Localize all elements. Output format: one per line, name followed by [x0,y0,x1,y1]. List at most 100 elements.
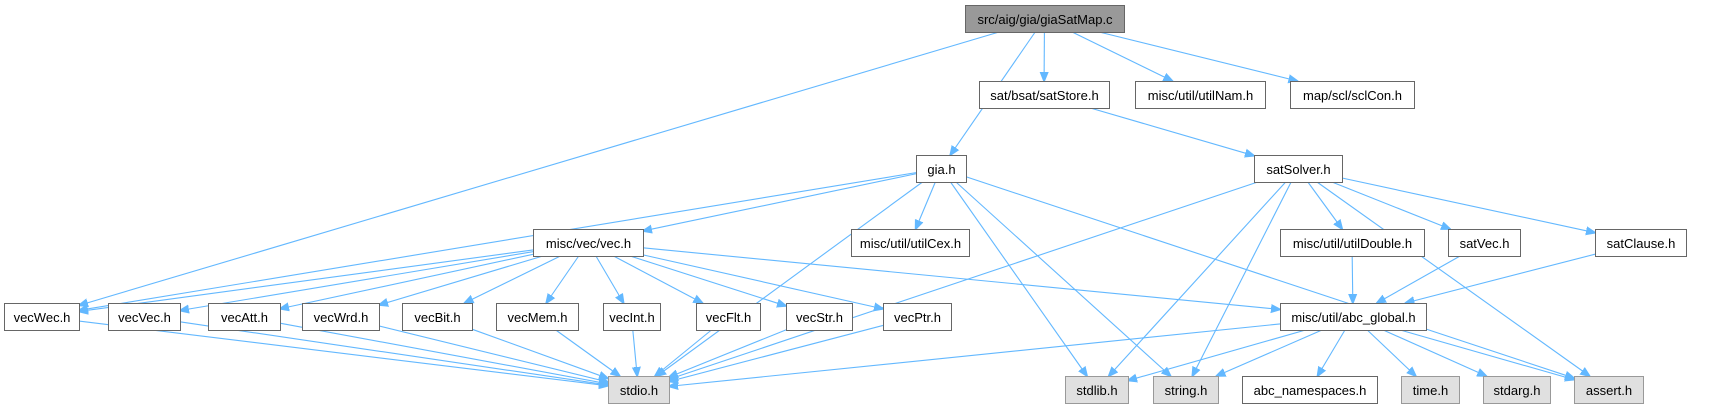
node-box[interactable] [1448,229,1521,257]
node-box[interactable] [851,229,970,257]
edge-vec-to-vecStr [629,255,786,306]
node-vecFlt[interactable]: vecFlt.h [696,303,761,331]
edge-abcGlobal-to-time [1366,329,1416,376]
node-box[interactable] [603,303,661,331]
node-label: satClause.h [1607,236,1676,251]
node-vecWrd[interactable]: vecWrd.h [302,303,380,331]
nodes-layer: src/aig/gia/giaSatMap.c sat/bsat/satStore… [4,5,1687,404]
node-vecBit[interactable]: vecBit.h [402,303,473,331]
node-satStore[interactable]: sat/bsat/satStore.h [979,81,1110,109]
node-box[interactable] [883,303,952,331]
node-gia[interactable]: gia.h [916,155,967,183]
edge-gia-to-utilCex [916,181,936,229]
edge-vec-to-vecAtt [280,253,534,308]
node-box[interactable] [965,5,1125,33]
node-label: stdarg.h [1494,383,1541,398]
node-box[interactable] [1280,229,1425,257]
node-box[interactable] [696,303,761,331]
node-stdarg[interactable]: stdarg.h [1483,376,1551,404]
node-vecAtt[interactable]: vecAtt.h [208,303,281,331]
node-label: stdlib.h [1076,383,1117,398]
node-box[interactable] [1254,155,1343,183]
node-box[interactable] [1574,376,1644,404]
node-box[interactable] [402,303,473,331]
node-box[interactable] [4,303,80,331]
edge-gia-to-vecWec [79,172,917,311]
node-satClause[interactable]: satClause.h [1595,229,1687,257]
node-label: misc/util/utilCex.h [860,236,961,251]
node-vecMem[interactable]: vecMem.h [496,303,579,331]
node-box[interactable] [916,155,967,183]
node-vecWec[interactable]: vecWec.h [4,303,80,331]
edge-satSolver-to-satVec [1331,181,1450,229]
node-sclCon[interactable]: map/scl/sclCon.h [1290,81,1415,109]
node-box[interactable] [1242,376,1378,404]
node-box[interactable] [786,303,853,331]
node-label: misc/vec/vec.h [546,236,631,251]
node-box[interactable] [302,303,380,331]
node-box[interactable] [1153,376,1219,404]
node-label: vecFlt.h [706,310,752,325]
node-abcGlobal[interactable]: misc/util/abc_global.h [1280,303,1427,331]
node-box[interactable] [1595,229,1687,257]
node-utilDouble[interactable]: misc/util/utilDouble.h [1280,229,1425,257]
edge-vecMem-to-stdio [555,329,620,376]
node-string[interactable]: string.h [1153,376,1219,404]
edge-abcGlobal-to-string [1216,329,1323,376]
edge-vec-to-vecMem [546,255,580,303]
node-label: misc/util/utilNam.h [1148,88,1253,103]
node-vecPtr[interactable]: vecPtr.h [883,303,952,331]
node-box[interactable] [1065,376,1129,404]
node-label: misc/util/abc_global.h [1291,310,1415,325]
node-box[interactable] [208,303,281,331]
node-root[interactable]: src/aig/gia/giaSatMap.c [965,5,1125,33]
edge-gia-to-stdio [657,181,923,376]
node-stdlib[interactable]: stdlib.h [1065,376,1129,404]
edge-root-to-sclCon [1098,31,1297,81]
node-label: satVec.h [1460,236,1510,251]
edge-vecInt-to-stdio [633,329,637,376]
edge-vecPtr-to-stdio [669,324,884,381]
node-box[interactable] [496,303,579,331]
edge-abcGlobal-to-stdlib [1128,329,1306,381]
node-box[interactable] [1290,81,1415,109]
edge-abcGlobal-to-stdio [669,323,1281,386]
node-box[interactable] [608,376,670,404]
edge-gia-to-stdlib [950,181,1087,376]
node-label: string.h [1165,383,1208,398]
edge-vec-to-vecInt [595,255,624,303]
node-label: gia.h [927,162,955,177]
edge-vecStr-to-stdio [669,329,787,377]
node-utilCex[interactable]: misc/util/utilCex.h [851,229,970,257]
edge-vec-to-vecWec [79,249,534,311]
node-vec[interactable]: misc/vec/vec.h [533,229,644,257]
node-vecInt[interactable]: vecInt.h [603,303,661,331]
node-vecStr[interactable]: vecStr.h [786,303,853,331]
edge-satSolver-to-utilDouble [1307,181,1342,229]
node-vecVec[interactable]: vecVec.h [108,303,181,331]
node-box[interactable] [1135,81,1266,109]
node-box[interactable] [108,303,181,331]
edge-satVec-to-abcGlobal [1377,255,1461,303]
node-assert[interactable]: assert.h [1574,376,1644,404]
node-box[interactable] [979,81,1110,109]
node-stdio[interactable]: stdio.h [608,376,670,404]
node-satVec[interactable]: satVec.h [1448,229,1521,257]
edge-satSolver-to-stdio [669,181,1258,379]
edge-satStore-to-satSolver [1090,107,1254,156]
edge-satClause-to-abcGlobal [1405,253,1596,303]
edge-gia-to-assert [965,176,1574,378]
node-box[interactable] [1483,376,1551,404]
node-satSolver[interactable]: satSolver.h [1254,155,1343,183]
node-time[interactable]: time.h [1401,376,1460,404]
node-label: stdio.h [620,383,658,398]
node-utilNam[interactable]: misc/util/utilNam.h [1135,81,1266,109]
node-abcNamespaces[interactable]: abc_namespaces.h [1242,376,1378,404]
node-label: vecStr.h [796,310,843,325]
node-box[interactable] [533,229,644,257]
node-label: vecAtt.h [221,310,268,325]
node-box[interactable] [1280,303,1427,331]
node-label: misc/util/utilDouble.h [1293,236,1412,251]
node-box[interactable] [1401,376,1460,404]
